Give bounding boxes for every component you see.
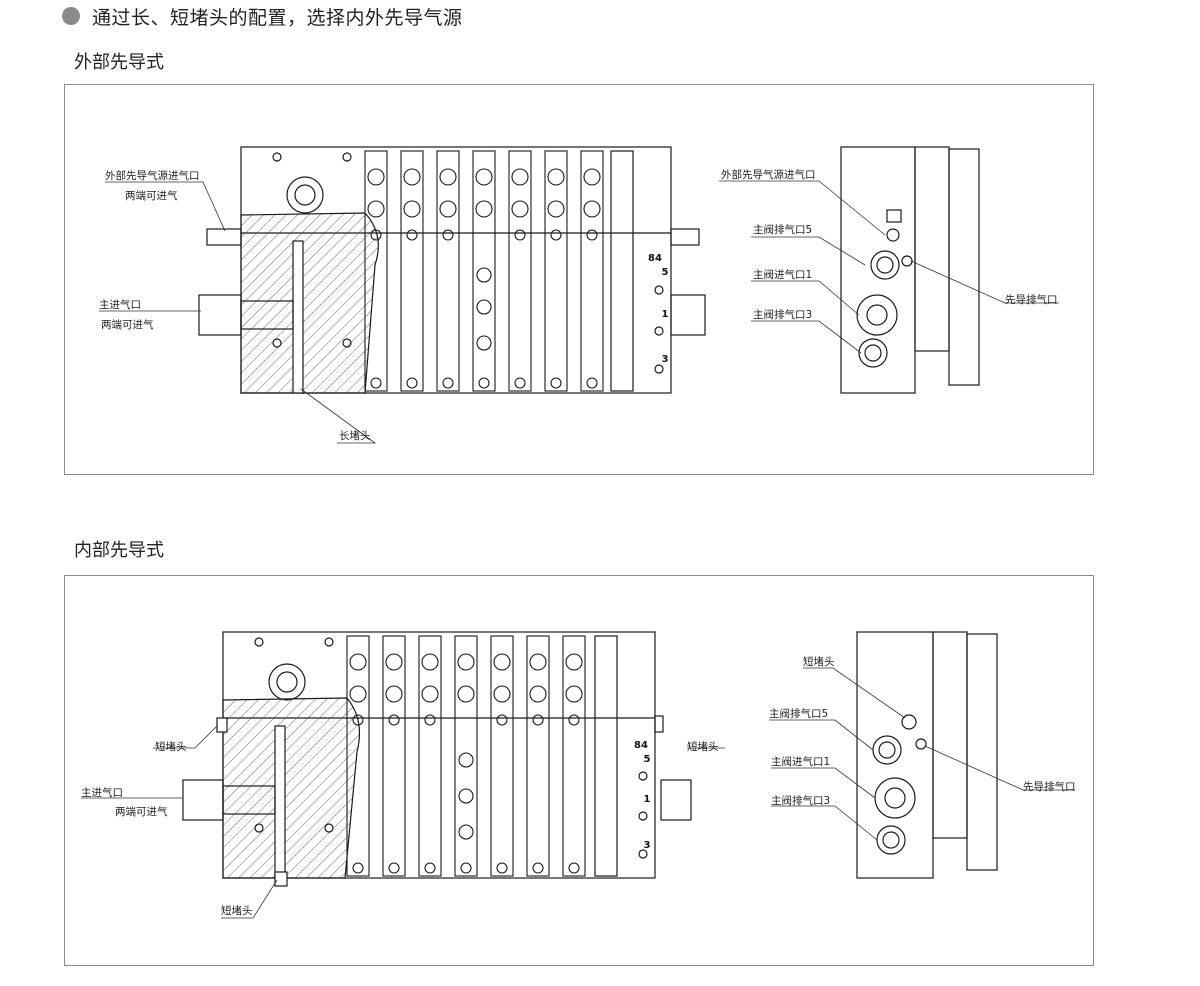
label-inlet1: 主阀进气口1 (753, 268, 812, 281)
valve-slice (490, 635, 514, 877)
port-1-label: 1 (644, 794, 651, 805)
label-exhaust3: 主阀排气口3 (771, 794, 830, 807)
short-plug-right (654, 715, 664, 733)
valve-slice (580, 150, 604, 392)
port-3-label: 3 (644, 840, 651, 851)
valve-slice (364, 150, 388, 392)
label-main-inlet: 主进气口 (99, 298, 141, 311)
valve-slice (472, 150, 496, 392)
section-title-external: 外部先导式 (74, 52, 164, 73)
bullet-icon (62, 7, 80, 25)
label-side-short-plug: 短堵头 (803, 655, 835, 668)
label-pilot-exhaust: 先导排气口 (1023, 780, 1076, 793)
internal-pilot-panel: 84 5 1 3 短堵头 短堵头 主进气口 两端可进气 短堵头 (64, 575, 1094, 966)
label-ext-inlet-sub: 两端可进气 (125, 189, 178, 202)
main-inlet-fitting-right (670, 294, 706, 336)
ext-pilot-fitting (206, 228, 242, 246)
long-plug (292, 240, 304, 394)
short-plug-bottom (274, 871, 288, 887)
valve-slice (382, 635, 406, 877)
end-block-section (240, 212, 379, 394)
port-1-label: 1 (662, 309, 669, 320)
side-view (856, 631, 998, 879)
valve-slice (436, 150, 460, 392)
label-ext-inlet: 外部先导气源进气口 (105, 169, 200, 182)
main-inlet-fitting-left (198, 294, 242, 336)
port-5-label: 5 (644, 754, 651, 765)
valve-slice (526, 635, 550, 877)
label-main-inlet-sub: 两端可进气 (101, 318, 154, 331)
external-pilot-diagram: 84 5 1 3 外部先导气源进气口 两端可进气 主进气口 两端可进气 长堵头 (99, 146, 1059, 444)
label-exhaust3: 主阀排气口3 (753, 308, 812, 321)
port-5-label: 5 (662, 267, 669, 278)
label-main-inlet-sub: 两端可进气 (115, 805, 168, 818)
label-short-plug-bottom: 短堵头 (221, 904, 253, 917)
short-plug-left (216, 717, 228, 733)
label-exhaust5: 主阀排气口5 (753, 223, 812, 236)
valve-slice (418, 635, 442, 877)
internal-pilot-diagram: 84 5 1 3 短堵头 短堵头 主进气口 两端可进气 短堵头 (81, 631, 1076, 919)
section-title-internal: 内部先导式 (74, 540, 164, 561)
label-side-ext-inlet: 外部先导气源进气口 (721, 168, 816, 181)
section-heading: 通过长、短堵头的配置，选择内外先导气源 (62, 2, 463, 30)
valve-slice (346, 635, 370, 877)
external-pilot-panel: 84 5 1 3 外部先导气源进气口 两端可进气 主进气口 两端可进气 长堵头 (64, 84, 1094, 475)
side-view (840, 146, 980, 394)
valve-slice (400, 150, 424, 392)
label-exhaust5: 主阀排气口5 (769, 707, 828, 720)
valve-slice (508, 150, 532, 392)
main-inlet-fitting-right (660, 779, 692, 821)
valve-slice (544, 150, 568, 392)
right-pilot-fitting (670, 228, 700, 246)
end-block-section (222, 697, 360, 879)
label-short-plug-left: 短堵头 (155, 740, 187, 753)
label-pilot-exhaust: 先导排气口 (1005, 293, 1058, 306)
label-main-inlet: 主进气口 (81, 786, 123, 799)
port-84-label: 84 (634, 740, 648, 751)
valve-slice (454, 635, 478, 877)
port-3-label: 3 (662, 354, 669, 365)
label-inlet1: 主阀进气口1 (771, 755, 830, 768)
port-84-label: 84 (648, 253, 662, 264)
label-short-plug-right: 短堵头 (687, 740, 719, 753)
label-long-plug: 长堵头 (339, 429, 371, 442)
heading-text: 通过长、短堵头的配置，选择内外先导气源 (92, 6, 463, 29)
main-inlet-fitting-left (182, 779, 224, 821)
valve-slice (562, 635, 586, 877)
